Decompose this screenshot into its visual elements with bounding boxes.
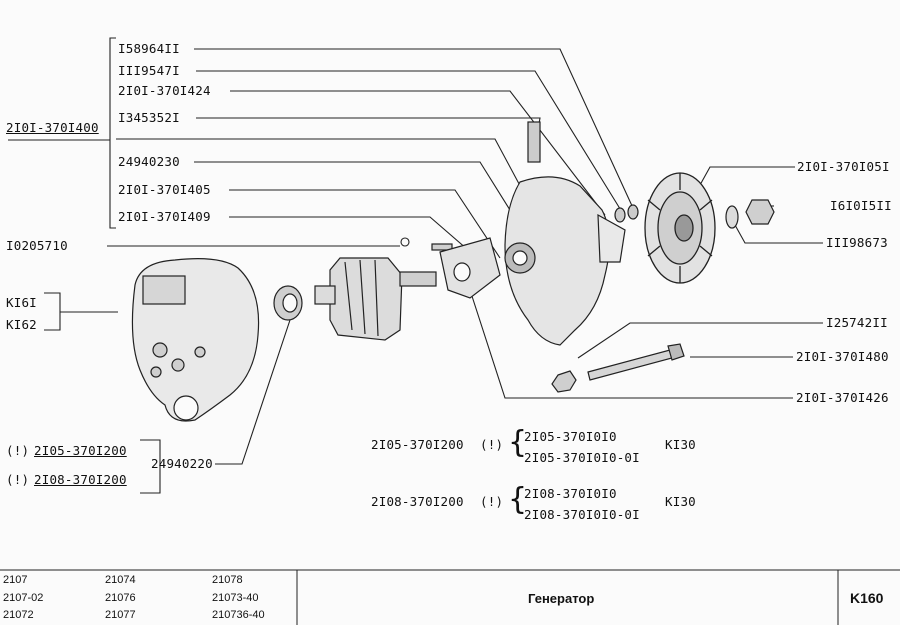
model-21074: 21074 [105,574,136,586]
stud [527,121,541,163]
pulley-fan [644,172,716,284]
note-2-item-2: 2I08-370I0I0-0I [524,507,640,522]
ref-k162: KI62 [6,317,37,332]
callout-2101-3701426: 2I0I-370I426 [796,390,889,405]
tie-bolt [587,349,673,381]
callout-11198673: III98673 [826,235,888,250]
callout-24940230: 24940230 [118,154,180,169]
bolt-nut [551,370,577,393]
variant-2108-3701200: 2I08-370I200 [34,472,127,487]
variant-2105-3701200: 2I05-370I200 [34,443,127,458]
note-1-part: 2I05-370I200 [371,437,464,452]
note-2-part: 2I08-370I200 [371,494,464,509]
callout-1119547: III9547I [118,63,180,78]
callout-2101-3701405: 2I0I-370I405 [118,182,211,197]
model-21076: 21076 [105,592,136,604]
screw [431,243,453,251]
model-21077: 21077 [105,609,136,621]
model-210736-40: 210736-40 [212,609,265,621]
callout-2101-3701424: 2I0I-370I424 [118,83,211,98]
note-2-brace: { [508,482,528,517]
note-1-item-1: 2I05-370I0I0 [524,429,617,444]
page-code: K160 [850,590,884,606]
spring-washer [725,205,739,229]
callout-2101-3701409: 2I0I-370I409 [118,209,211,224]
model-21073-40: 21073-40 [212,592,259,604]
note-1-item-2: 2I05-370I0I0-0I [524,450,640,465]
note-1-brace: { [508,425,528,460]
note-1-mark: (!) [480,437,504,452]
rear-bearing [273,285,303,321]
model-2107-02: 2107-02 [3,592,44,604]
note-2-ref: KI30 [665,494,696,509]
variant-2108-mark: (!) [6,472,30,487]
page-title: Генератор [528,591,595,606]
note-2-item-1: 2I08-370I0I0 [524,486,617,501]
callout-24940220: 24940220 [151,456,213,471]
rotor [314,257,437,341]
callout-10205710: I0205710 [6,238,68,253]
model-21072: 21072 [3,609,34,621]
pulley-nut [745,199,775,225]
model-2107: 2107 [3,574,28,586]
variant-2105-mark: (!) [6,443,30,458]
note-1-ref: KI30 [665,437,696,452]
callout-1589641: I58964II [118,41,180,56]
callout-2101-3701480: 2I0I-370I480 [796,349,889,364]
callout-2101-3701051: 2I0I-370I05I [797,159,890,174]
callout-13453521: I345352I [118,110,180,125]
note-2-mark: (!) [480,494,504,509]
front-cover [504,176,626,346]
rear-cover [131,258,260,422]
assembly-number: 2I0I-370I400 [6,120,99,135]
diode-plate [439,237,501,299]
model-21078: 21078 [212,574,243,586]
ref-k161: KI6I [6,295,37,310]
callout-12574211: I25742II [826,315,888,330]
callout-16101511: I6I0I5II [830,198,892,213]
